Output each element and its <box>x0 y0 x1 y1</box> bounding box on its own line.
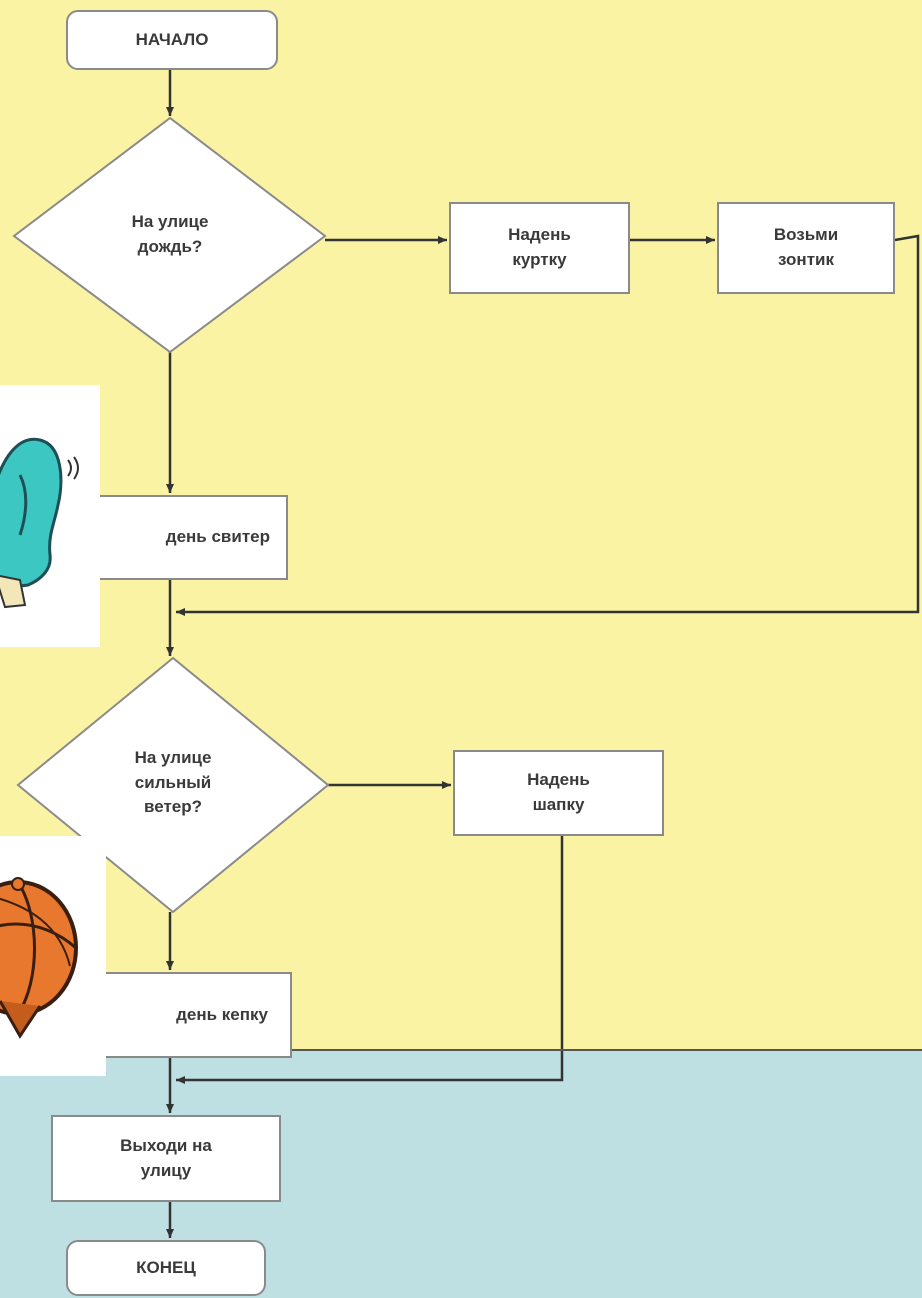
process-hat: Надень шапку <box>453 750 664 836</box>
connector-umbrella-to-merge <box>176 234 920 616</box>
process-cap: дeнь кепку <box>98 972 292 1058</box>
decision-wind-label: На улице сильный ветер? <box>134 748 212 817</box>
decision-rain-shape <box>12 116 327 354</box>
connector-hat-to-merge <box>176 836 564 1084</box>
process-umbrella: Возьми зонтик <box>717 202 895 294</box>
process-jacket: Надень куртку <box>449 202 630 294</box>
process-go-outside: Выходи на улицу <box>51 1115 281 1202</box>
start-terminal: НАЧАЛО <box>66 10 278 70</box>
person-in-sweater-icon <box>0 385 100 647</box>
process-sweater: дeнь свитер <box>98 495 288 580</box>
end-terminal: КОНЕЦ <box>66 1240 266 1296</box>
decision-rain-label: На улице дождь? <box>131 212 209 256</box>
cap-icon <box>0 836 106 1076</box>
